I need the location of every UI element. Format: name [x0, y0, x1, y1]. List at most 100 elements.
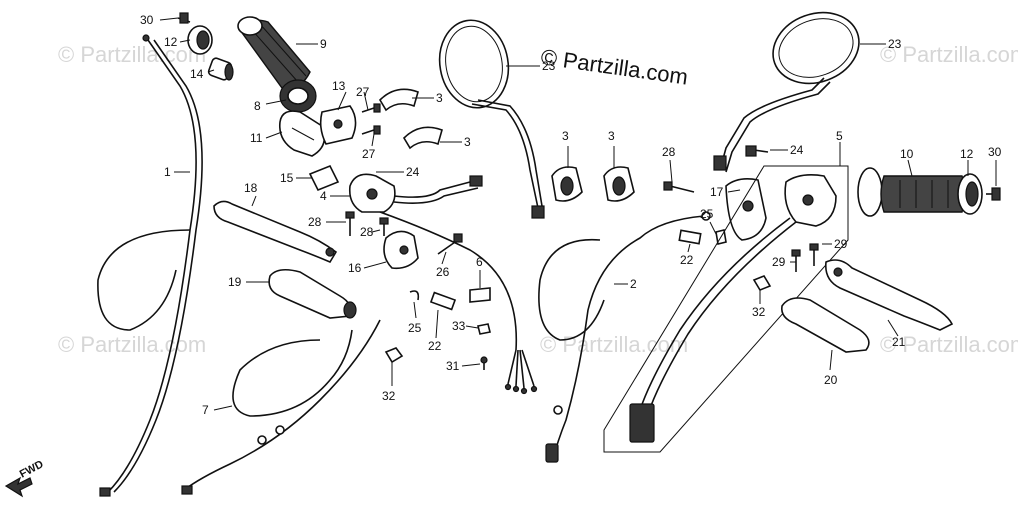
- part-6-clip: [469, 287, 491, 303]
- callout-27-upper: 27: [356, 85, 370, 99]
- part-screw-30-right: [986, 187, 1001, 201]
- part-front-brake-cable-2: [538, 211, 711, 463]
- callout-12-right: 12: [960, 147, 974, 161]
- callout-28-a: 28: [308, 215, 322, 229]
- part-wire-bundle-left: [504, 349, 538, 395]
- part-bolt-26: [437, 233, 463, 255]
- part-bar-end-weight-12-right: [957, 173, 983, 215]
- callout-3-lower-left: 3: [464, 135, 471, 149]
- part-screw-30-left: [177, 12, 191, 24]
- callout-6: 6: [476, 255, 483, 269]
- callout-28-c: 28: [662, 145, 676, 159]
- callout-32-left: 32: [382, 389, 396, 403]
- part-master-cylinder-17: [725, 178, 767, 241]
- callout-22-right: 22: [680, 253, 694, 267]
- callout-29-a: 29: [772, 255, 786, 269]
- watermark-faint: © Partzilla.com: [880, 332, 1018, 357]
- part-32-nut-right: [752, 275, 772, 291]
- part-switch-4-left: [348, 173, 518, 351]
- callout-leaders: [159, 17, 997, 411]
- callout-12-left: 12: [164, 35, 178, 49]
- fwd-arrow-icon: [4, 476, 33, 498]
- callout-25-right: 25: [700, 207, 714, 221]
- part-bar-end-weight-12-left: [187, 25, 213, 55]
- callout-23-left: 23: [542, 59, 556, 73]
- part-33-nut: [477, 323, 491, 335]
- part-25-small-left: [409, 290, 420, 301]
- part-screw-27: [361, 103, 381, 135]
- callout-19: 19: [228, 275, 242, 289]
- callout-31: 31: [446, 359, 460, 373]
- watermark-faint: © Partzilla.com: [58, 332, 206, 357]
- fwd-label: FWD: [18, 458, 46, 480]
- part-grip-9-left: [237, 16, 311, 90]
- part-brake-lever-21: [824, 259, 954, 331]
- callout-32-right: 32: [752, 305, 766, 319]
- callout-3-mid-a: 3: [562, 129, 569, 143]
- callout-24-left: 24: [406, 165, 420, 179]
- part-grip-10-right: [857, 167, 966, 217]
- part-bolt-29-a: [791, 249, 801, 272]
- callout-9: 9: [320, 37, 327, 51]
- part-throttle-sleeve-8: [279, 79, 317, 113]
- direction-indicator: FWD: [4, 458, 46, 498]
- callout-28-b: 28: [360, 225, 374, 239]
- callout-8: 8: [254, 99, 261, 113]
- part-clutch-lever-18: [213, 200, 338, 264]
- watermark-faint: © Partzilla.com: [540, 332, 688, 357]
- part-bolt-28-b: [379, 217, 389, 236]
- part-32-nut-left: [384, 347, 404, 364]
- part-24-screw-right: [745, 145, 769, 157]
- callout-33: 33: [452, 319, 466, 333]
- callout-30-left: 30: [140, 13, 154, 27]
- callout-25-left: 25: [408, 321, 422, 335]
- part-throttle-cable-1: [97, 34, 203, 497]
- watermark-faint: © Partzilla.com: [880, 42, 1018, 67]
- callout-3-mid-b: 3: [608, 129, 615, 143]
- callout-1: 1: [164, 165, 171, 179]
- callout-15: 15: [280, 171, 294, 185]
- part-housing-cover-13: [319, 105, 357, 145]
- callout-11: 11: [250, 131, 263, 145]
- callout-13: 13: [332, 79, 346, 93]
- callout-3-upper-left: 3: [436, 91, 443, 105]
- part-clamp-3-upper-left: [378, 88, 419, 112]
- callout-18: 18: [244, 181, 258, 195]
- callout-30-right: 30: [988, 145, 1002, 159]
- callout-20: 20: [824, 373, 838, 387]
- part-clamp-3-mid-b: [603, 166, 635, 202]
- watermark-layer: © Partzilla.com © Partzilla.com © Partzi…: [58, 42, 1018, 357]
- callout-10: 10: [900, 147, 914, 161]
- callout-14: 14: [190, 67, 204, 81]
- callout-24-right: 24: [790, 143, 804, 157]
- callout-2: 2: [630, 277, 637, 291]
- watermark-main: © Partzilla.com: [539, 44, 689, 89]
- part-bolt-28-a: [345, 211, 355, 236]
- callout-5: 5: [836, 129, 843, 143]
- part-switch-assembly-5-outline: [603, 165, 849, 453]
- part-31-screw: [480, 356, 488, 370]
- callout-26: 26: [436, 265, 450, 279]
- watermark-faint: © Partzilla.com: [58, 42, 206, 67]
- callout-16: 16: [348, 261, 362, 275]
- part-lever-cover-20: [780, 297, 870, 353]
- part-bolt-29-b: [809, 243, 819, 266]
- callout-labels: 30 12 14 9 8 13 27 3 11 27 3 15 24 4 18 …: [140, 13, 1002, 417]
- callout-7: 7: [202, 403, 209, 417]
- part-14-bushing: [207, 57, 234, 81]
- part-housing-11: [278, 110, 326, 157]
- callout-17: 17: [710, 185, 724, 199]
- callout-29-b: 29: [834, 237, 848, 251]
- part-mirror-23-right: [713, 11, 860, 173]
- callout-27-lower: 27: [362, 147, 376, 161]
- part-clamp-3-lower-left: [402, 126, 443, 150]
- part-bolt-28-c: [663, 181, 695, 193]
- callout-22-left: 22: [428, 339, 442, 353]
- part-lever-cover-19: [268, 268, 357, 319]
- callout-23-right: 23: [888, 37, 902, 51]
- part-lever-bracket-16: [383, 230, 419, 270]
- part-15-bracket: [308, 164, 340, 192]
- part-switch-5-right: [629, 174, 837, 443]
- part-mirror-23-left: [438, 19, 545, 219]
